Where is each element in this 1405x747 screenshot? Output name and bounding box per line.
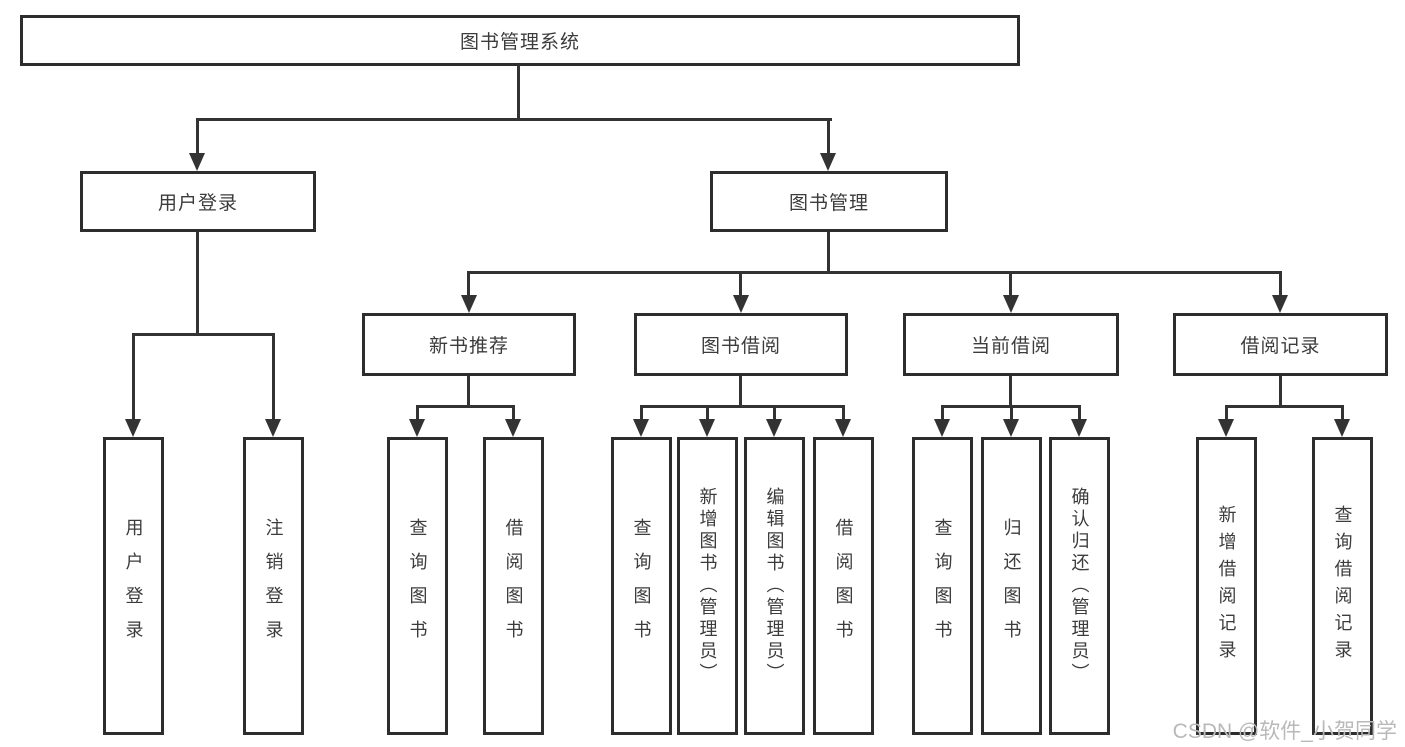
leaf-br-add-record-label: 新增借阅记录 xyxy=(1216,505,1237,667)
leaf-bb-borrow-books-label: 借阅图书 xyxy=(833,518,854,654)
leaf-bb-edit-books-admin-label: 编辑图书（管理员） xyxy=(764,487,785,685)
connector-br-stub xyxy=(1279,376,1282,407)
connector-drop-leaf-logout xyxy=(272,333,275,421)
connector-drop-user-login xyxy=(196,118,199,156)
leaf-cb-return-books-label: 归还图书 xyxy=(1001,518,1022,654)
leaf-cb-confirm-return-admin: 确认归还（管理员） xyxy=(1049,437,1110,735)
leaf-nbr-query-books-label: 查询图书 xyxy=(407,518,428,654)
node-borrow-record-label: 借阅记录 xyxy=(1240,336,1321,357)
connector-rail-level3 xyxy=(468,271,1282,274)
connector-user-login-stub xyxy=(196,232,199,335)
connector-drop-leaf-user-login xyxy=(132,333,135,421)
arrowhead-br-1 xyxy=(1218,419,1234,437)
connector-drop-cb-3 xyxy=(1078,405,1081,421)
connector-rail-level2 xyxy=(196,118,832,121)
connector-drop-bb-2 xyxy=(706,405,709,421)
node-library-system: 图书管理系统 xyxy=(20,15,1020,66)
arrowhead-borrow-record xyxy=(1272,295,1288,313)
node-book-borrow-label: 图书借阅 xyxy=(700,336,781,357)
leaf-user-login: 用户登录 xyxy=(103,437,164,735)
node-current-borrow-label: 当前借阅 xyxy=(970,336,1051,357)
arrowhead-book-management xyxy=(820,153,836,171)
connector-drop-book-management xyxy=(827,118,830,156)
arrowhead-cb-2 xyxy=(1003,419,1019,437)
leaf-user-login-label: 用户登录 xyxy=(123,518,144,654)
leaf-cb-confirm-return-admin-label: 确认归还（管理员） xyxy=(1069,487,1090,685)
leaf-bb-query-books-label: 查询图书 xyxy=(631,518,652,654)
arrowhead-nbr-2 xyxy=(505,419,521,437)
node-borrow-record: 借阅记录 xyxy=(1173,313,1388,376)
arrowhead-cb-1 xyxy=(934,419,950,437)
connector-rail-nbr xyxy=(416,405,515,408)
connector-drop-book-borrow xyxy=(739,271,742,297)
leaf-bb-edit-books-admin: 编辑图书（管理员） xyxy=(744,437,805,735)
leaf-cb-query-books: 查询图书 xyxy=(912,437,973,735)
node-new-book-recommend: 新书推荐 xyxy=(362,313,576,376)
node-book-management-label: 图书管理 xyxy=(788,193,869,214)
connector-rail-user-login xyxy=(132,333,275,336)
leaf-cb-query-books-label: 查询图书 xyxy=(932,518,953,654)
connector-root-stub xyxy=(517,64,520,120)
watermark: CSDN @软件_小贺同学 xyxy=(1172,720,1397,743)
leaf-bb-add-books-admin: 新增图书（管理员） xyxy=(677,437,738,735)
arrowhead-leaf-logout xyxy=(265,419,281,437)
leaf-nbr-borrow-books: 借阅图书 xyxy=(483,437,544,735)
node-user-login: 用户登录 xyxy=(80,171,316,232)
node-library-system-label: 图书管理系统 xyxy=(459,32,580,53)
node-current-borrow: 当前借阅 xyxy=(903,313,1119,376)
connector-drop-bb-1 xyxy=(640,405,643,421)
arrowhead-current-borrow xyxy=(1003,295,1019,313)
arrowhead-bb-2 xyxy=(699,419,715,437)
arrowhead-nbr-1 xyxy=(409,419,425,437)
connector-cb-stub xyxy=(1009,376,1012,407)
leaf-bb-query-books: 查询图书 xyxy=(611,437,672,735)
connector-drop-bb-3 xyxy=(773,405,776,421)
leaf-bb-borrow-books: 借阅图书 xyxy=(813,437,874,735)
connector-rail-bb xyxy=(640,405,845,408)
connector-drop-cb-1 xyxy=(941,405,944,421)
leaf-br-query-record: 查询借阅记录 xyxy=(1312,437,1373,735)
arrowhead-br-2 xyxy=(1334,419,1350,437)
arrowhead-cb-3 xyxy=(1071,419,1087,437)
connector-book-management-stub xyxy=(827,232,830,273)
leaf-br-query-record-label: 查询借阅记录 xyxy=(1332,505,1353,667)
arrowhead-bb-1 xyxy=(633,419,649,437)
arrowhead-user-login xyxy=(189,153,205,171)
connector-drop-br-2 xyxy=(1341,405,1344,421)
connector-drop-borrow-record xyxy=(1279,271,1282,297)
leaf-nbr-query-books: 查询图书 xyxy=(387,437,448,735)
connector-rail-br xyxy=(1225,405,1344,408)
node-book-borrow: 图书借阅 xyxy=(634,313,848,376)
leaf-bb-add-books-admin-label: 新增图书（管理员） xyxy=(697,487,718,685)
arrowhead-leaf-user-login xyxy=(125,419,141,437)
leaf-logout: 注销登录 xyxy=(243,437,304,735)
arrowhead-new-book-recommend xyxy=(461,295,477,313)
node-new-book-recommend-label: 新书推荐 xyxy=(428,336,509,357)
connector-drop-nbr-1 xyxy=(416,405,419,421)
connector-drop-nbr-2 xyxy=(512,405,515,421)
arrowhead-bb-3 xyxy=(766,419,782,437)
connector-bb-stub xyxy=(739,376,742,407)
connector-drop-br-1 xyxy=(1225,405,1228,421)
connector-drop-new-book-recommend xyxy=(467,271,470,297)
node-book-management: 图书管理 xyxy=(710,171,948,232)
leaf-br-add-record: 新增借阅记录 xyxy=(1196,437,1257,735)
connector-drop-bb-4 xyxy=(842,405,845,421)
leaf-logout-label: 注销登录 xyxy=(263,518,284,654)
arrowhead-book-borrow xyxy=(733,295,749,313)
connector-drop-current-borrow xyxy=(1009,271,1012,297)
arrowhead-bb-4 xyxy=(835,419,851,437)
connector-drop-cb-2 xyxy=(1010,405,1013,421)
connector-nbr-stub xyxy=(467,376,470,407)
node-user-login-label: 用户登录 xyxy=(157,193,238,214)
leaf-nbr-borrow-books-label: 借阅图书 xyxy=(503,518,524,654)
leaf-cb-return-books: 归还图书 xyxy=(981,437,1042,735)
